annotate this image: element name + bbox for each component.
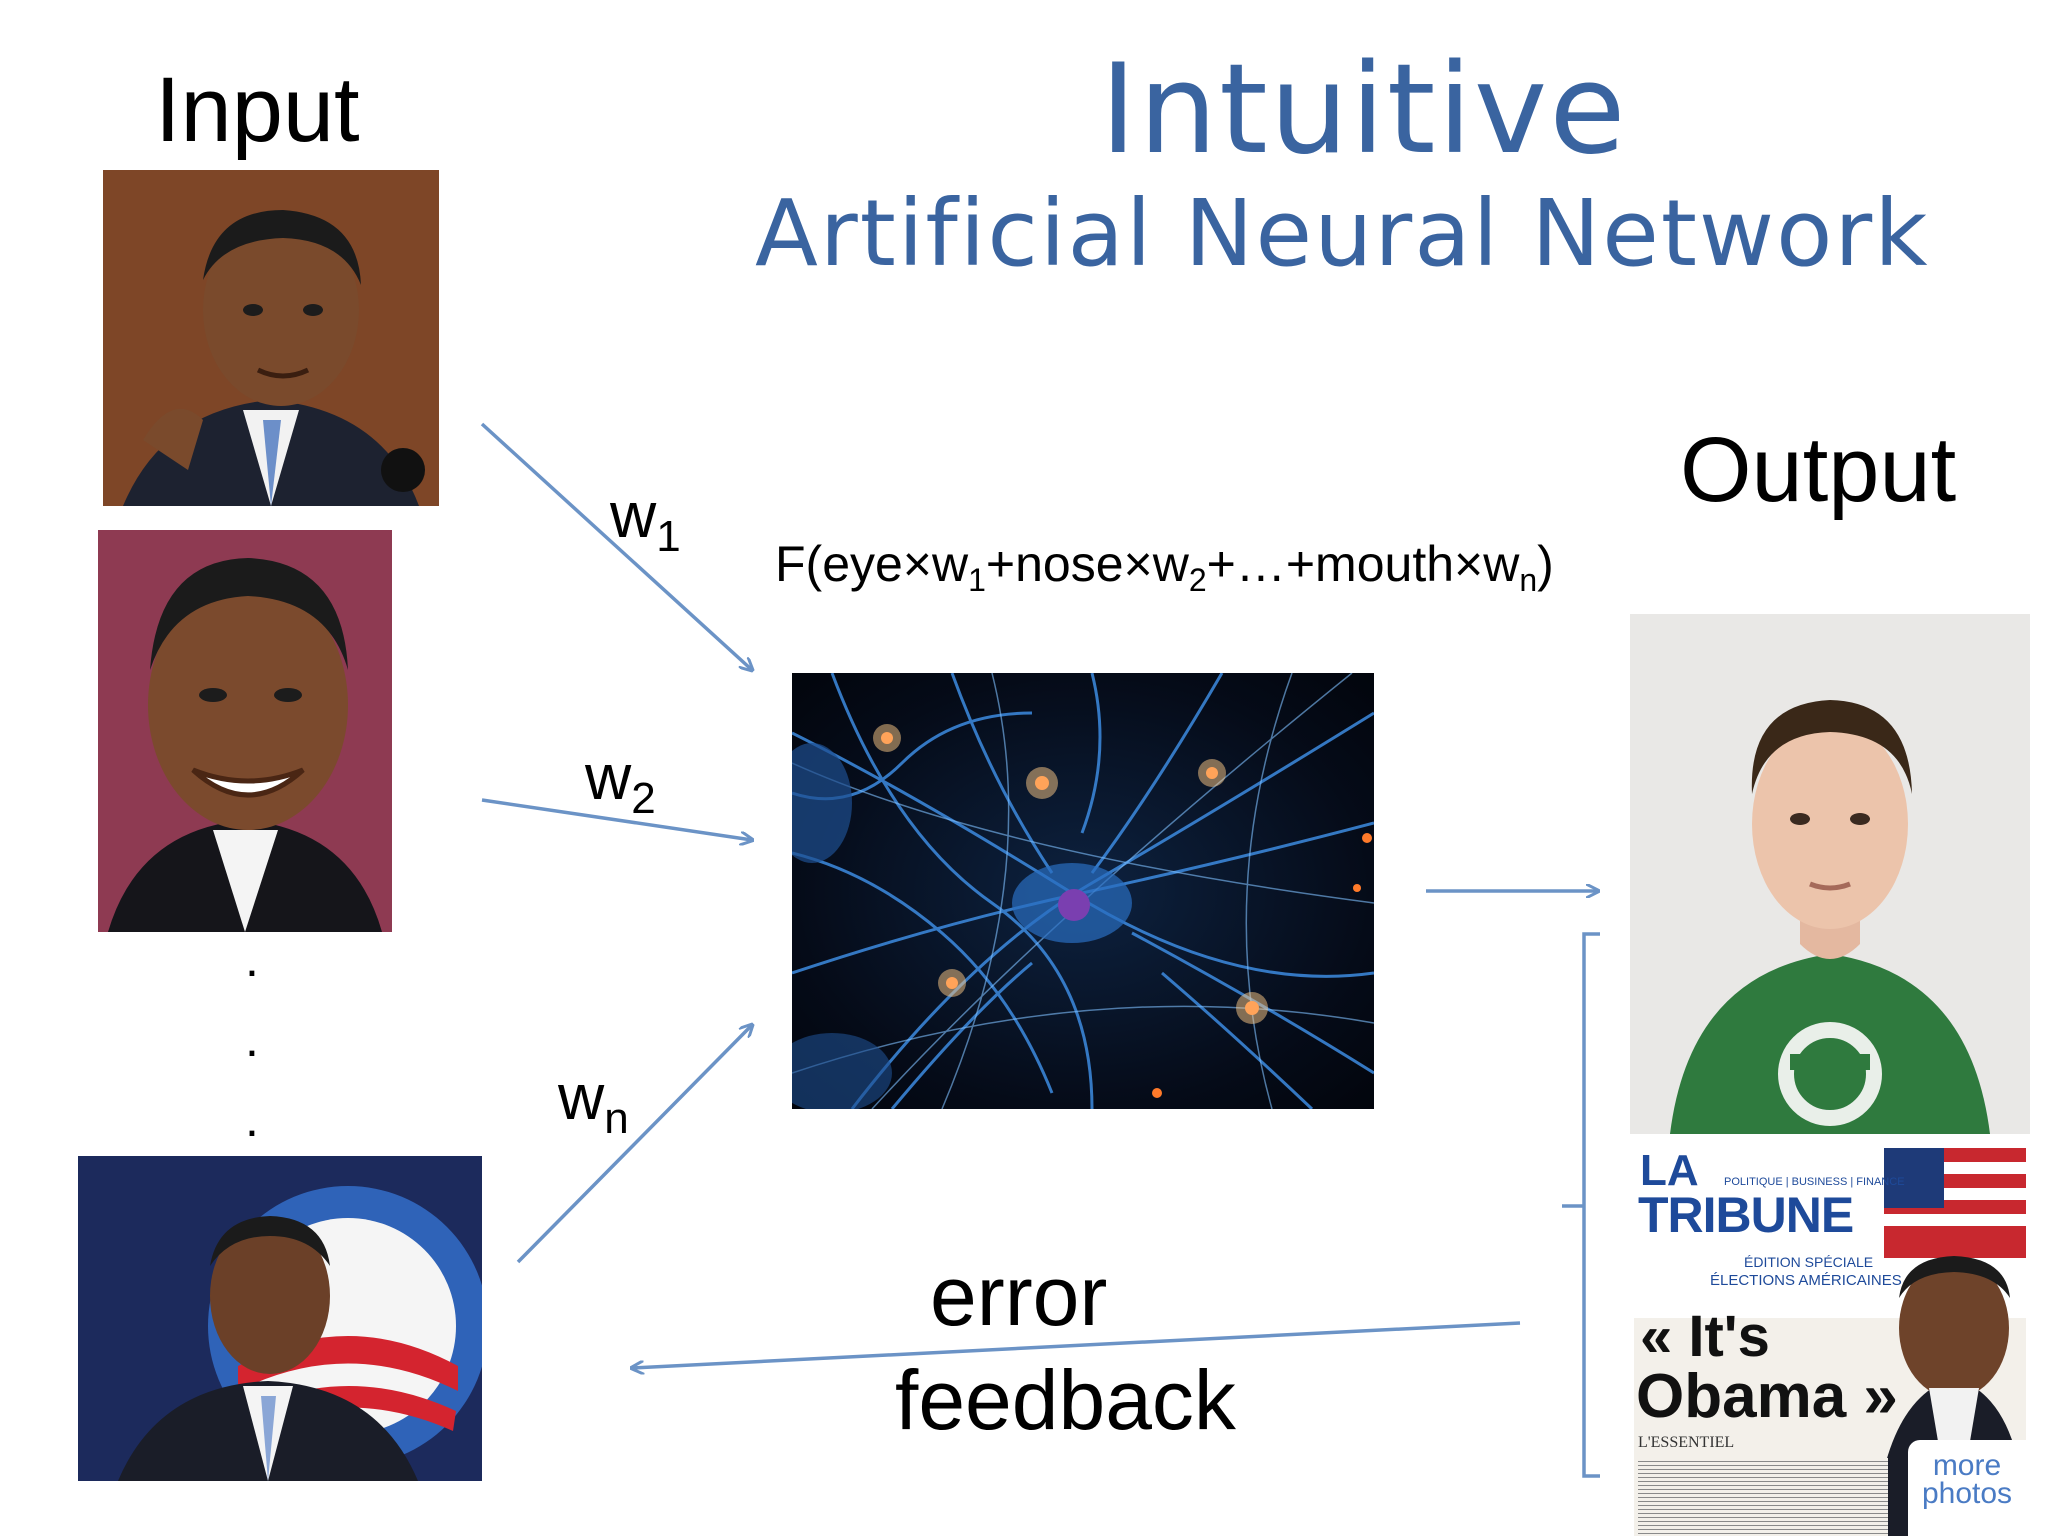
newspaper-masthead-1: LA (1640, 1148, 1699, 1195)
neural-network-image (792, 673, 1374, 1109)
newspaper-headline-2: Obama » (1636, 1362, 1898, 1431)
more-photos-button[interactable]: more photos (1908, 1440, 2026, 1536)
newspaper-image: LA TRIBUNE POLITIQUE | BUSINESS | FINANC… (1634, 1148, 2026, 1536)
ellipsis-dot-1: . (245, 931, 259, 987)
output-bracket (1562, 932, 1600, 1478)
title-intuitive: Intuitive (1100, 38, 1628, 182)
activation-formula: F(eye×w1+nose×w2+…+mouth×wn) (775, 536, 1554, 598)
newspaper-edition-1: ÉDITION SPÉCIALE (1744, 1254, 1874, 1270)
weight-wn: wn (558, 1061, 629, 1143)
newspaper-headline-1: « It's (1640, 1304, 1770, 1369)
weight-w1: w1 (610, 479, 681, 561)
weight-w2: w2 (585, 741, 656, 823)
newspaper-masthead-2: TRIBUNE (1638, 1187, 1854, 1243)
input-photo-2 (98, 530, 392, 932)
input-label: Input (155, 59, 360, 161)
input-photo-1 (103, 170, 439, 506)
newspaper-body-text (1638, 1458, 1888, 1536)
ellipsis-dot-2: . (245, 1011, 259, 1067)
output-label: Output (1680, 419, 1957, 521)
newspaper-essentiel: L'ESSENTIEL (1638, 1434, 1735, 1451)
title-ann: Artificial Neural Network (755, 180, 1930, 287)
output-photo (1630, 614, 2030, 1134)
arrow-wn (516, 1025, 752, 1264)
error-label: error (930, 1249, 1108, 1343)
newspaper-sections: POLITIQUE | BUSINESS | FINANCE (1724, 1176, 1905, 1188)
feedback-label: feedback (895, 1353, 1236, 1447)
input-photo-3 (78, 1156, 482, 1481)
ellipsis-dot-3: . (245, 1091, 259, 1147)
newspaper-edition-2: ÉLECTIONS AMÉRICAINES (1710, 1272, 1902, 1289)
